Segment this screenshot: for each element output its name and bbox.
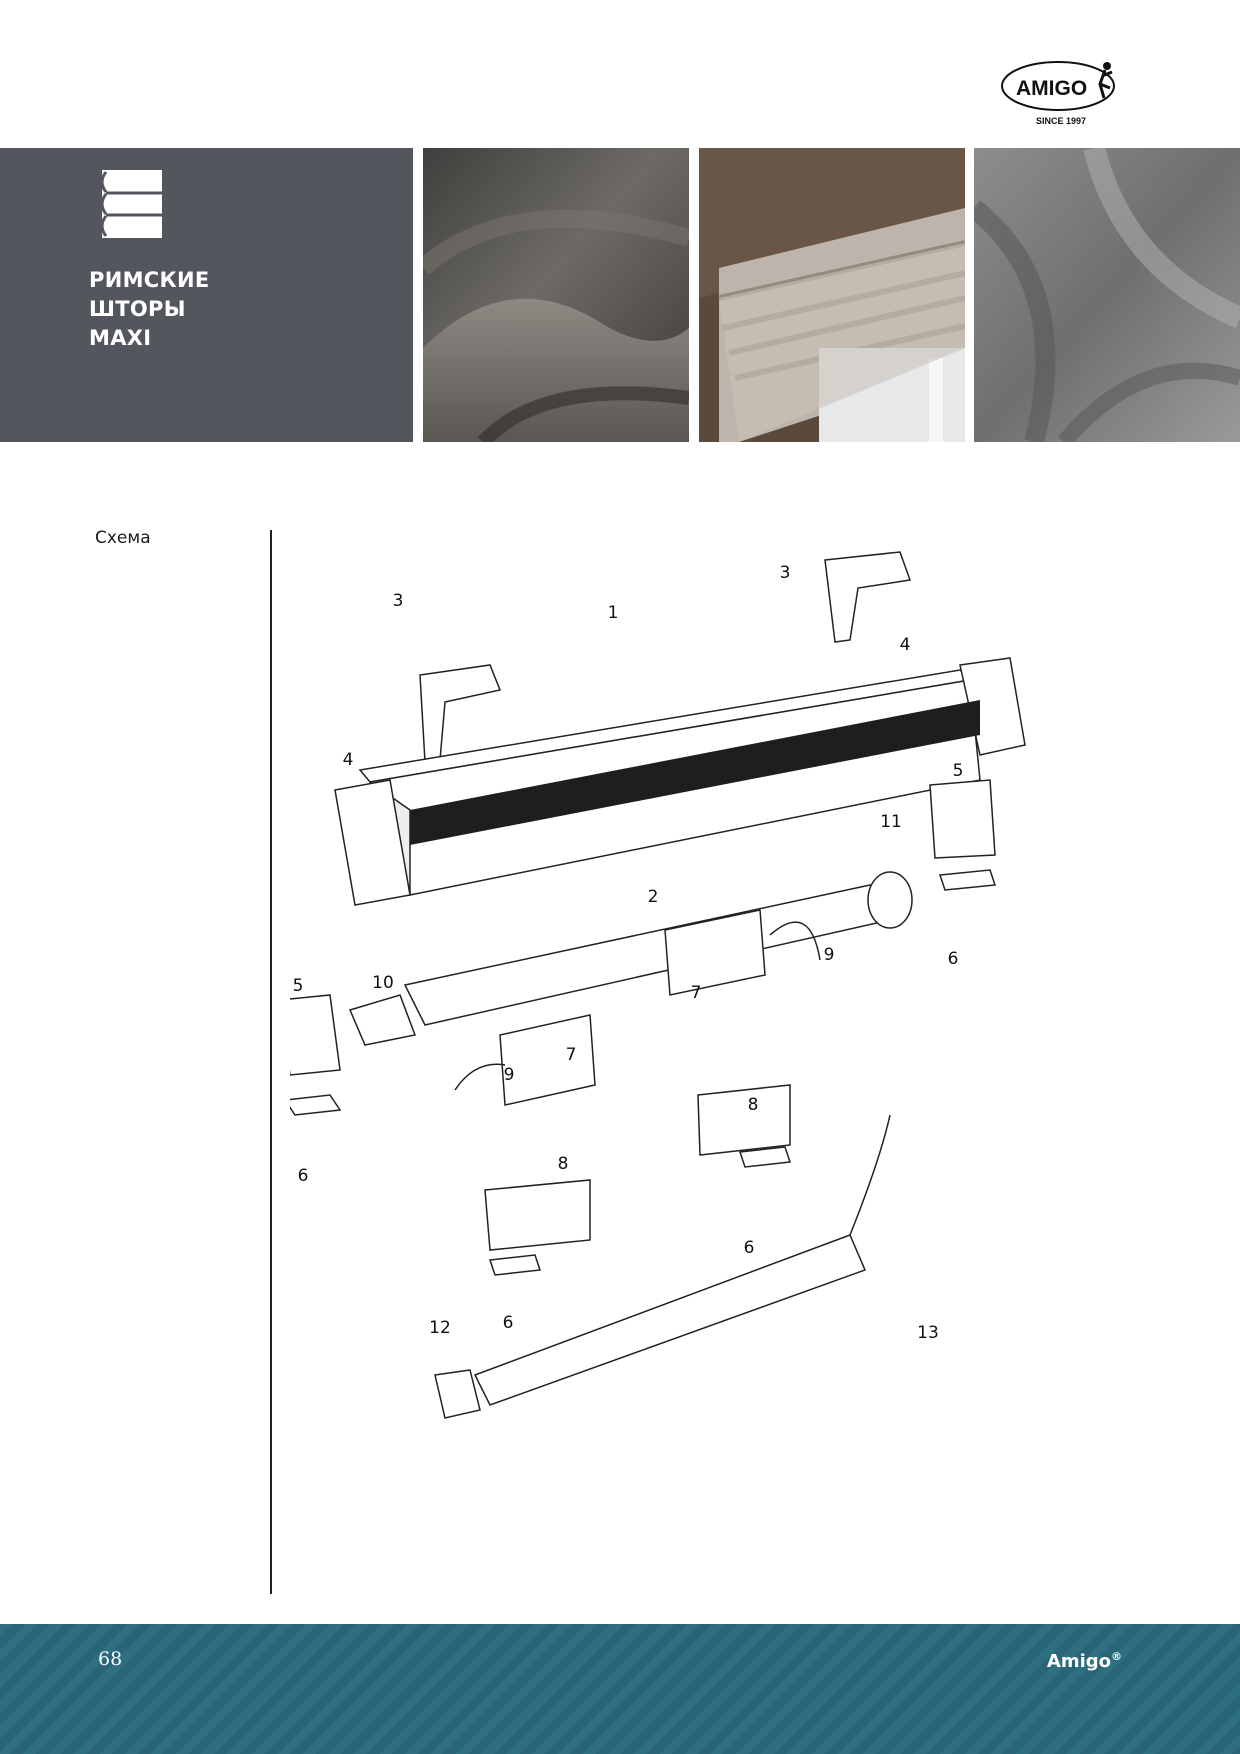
page-number: 68 [98,1648,123,1670]
end-cap-left [334,779,411,906]
callout-6d: 6 [503,1313,514,1333]
mounting-clip-3 [488,1254,542,1276]
roman-shade-icon [96,168,168,240]
tubular-motor [473,1234,867,1406]
callout-2: 2 [648,887,659,907]
section-label: Схема [95,528,151,548]
callout-9b: 9 [824,945,835,965]
logo-since: SINCE 1997 [1036,116,1086,126]
mounting-bracket-left [419,664,502,763]
callout-9a: 9 [504,1065,515,1085]
callout-6c: 6 [744,1238,755,1258]
product-title: РИМСКИЕ ШТОРЫ MAXI [89,266,209,353]
title-line-2: ШТОРЫ [89,297,186,321]
logo-word: AMIGO [1016,77,1087,100]
shaft-support-right [929,779,996,859]
title-panel: РИМСКИЕ ШТОРЫ MAXI [0,148,413,442]
callout-11: 11 [880,812,902,832]
cord-drum-right [664,909,766,996]
amigo-logo: AMIGO SINCE 1997 [1000,58,1128,130]
callout-7b: 7 [691,983,702,1003]
callout-4a: 4 [343,750,354,770]
callout-3b: 3 [780,563,791,583]
mounting-bracket-right [824,551,912,643]
mounting-clip-4 [738,1146,792,1168]
callout-6b: 6 [948,949,959,969]
callout-8a: 8 [558,1154,569,1174]
title-line-1: РИМСКИЕ [89,268,210,292]
callout-5b: 5 [953,761,964,781]
footer-bar: 68 Amigo® [0,1624,1240,1754]
shaft-end-ring [867,871,913,929]
footer-brand-name: Amigo [1046,1651,1111,1672]
drum-carrier-left [484,1179,591,1251]
drum-carrier-right [697,1084,791,1156]
callout-7a: 7 [566,1045,577,1065]
roman-shade-photo [699,148,965,442]
title-line-3: MAXI [89,326,152,350]
shaft-adapter [348,994,417,1046]
callout-1: 1 [608,603,619,623]
callout-6a: 6 [298,1166,309,1186]
cord-drum-left [499,1014,596,1106]
callout-10: 10 [372,973,394,993]
mounting-clip-2 [938,869,997,891]
shaft-support-left [290,994,341,1076]
footer-brand: Amigo® [1047,1650,1122,1672]
mounting-clip-1 [290,1094,342,1116]
callout-3a: 3 [393,591,404,611]
callout-5a: 5 [293,976,304,996]
assembly-diagram: 1 2 3 3 4 4 5 5 6 6 6 6 7 7 8 8 9 9 10 1… [290,540,1150,1440]
fabric-photo-1 [423,148,689,442]
callout-8b: 8 [748,1095,759,1115]
callout-12: 12 [429,1318,451,1338]
product-banner: РИМСКИЕ ШТОРЫ MAXI [0,148,1240,442]
vertical-divider [270,530,272,1594]
callout-4b: 4 [900,635,911,655]
fabric-photo-2 [974,148,1240,442]
callout-13: 13 [917,1323,939,1343]
motor-adapter [434,1369,481,1419]
registered-mark: ® [1111,1650,1122,1663]
